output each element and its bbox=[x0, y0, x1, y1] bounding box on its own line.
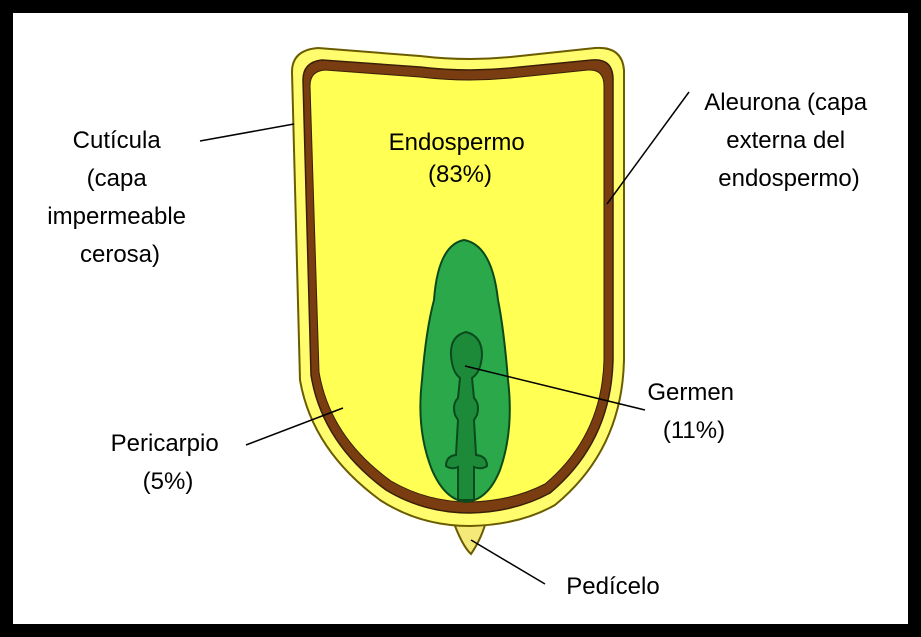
germ-label: Germen (11%) bbox=[647, 379, 740, 444]
leader-cuticle bbox=[200, 124, 294, 141]
pericarp-label: Pericarpio (5%) bbox=[111, 430, 226, 495]
leader-pedicel bbox=[471, 540, 545, 584]
cuticle-label: Cutícula (capa impermeable cerosa) bbox=[47, 127, 192, 268]
pedicel-label: Pedícelo bbox=[566, 573, 659, 600]
aleurone-label: Aleurona (capa externa del endospermo) bbox=[704, 89, 873, 192]
